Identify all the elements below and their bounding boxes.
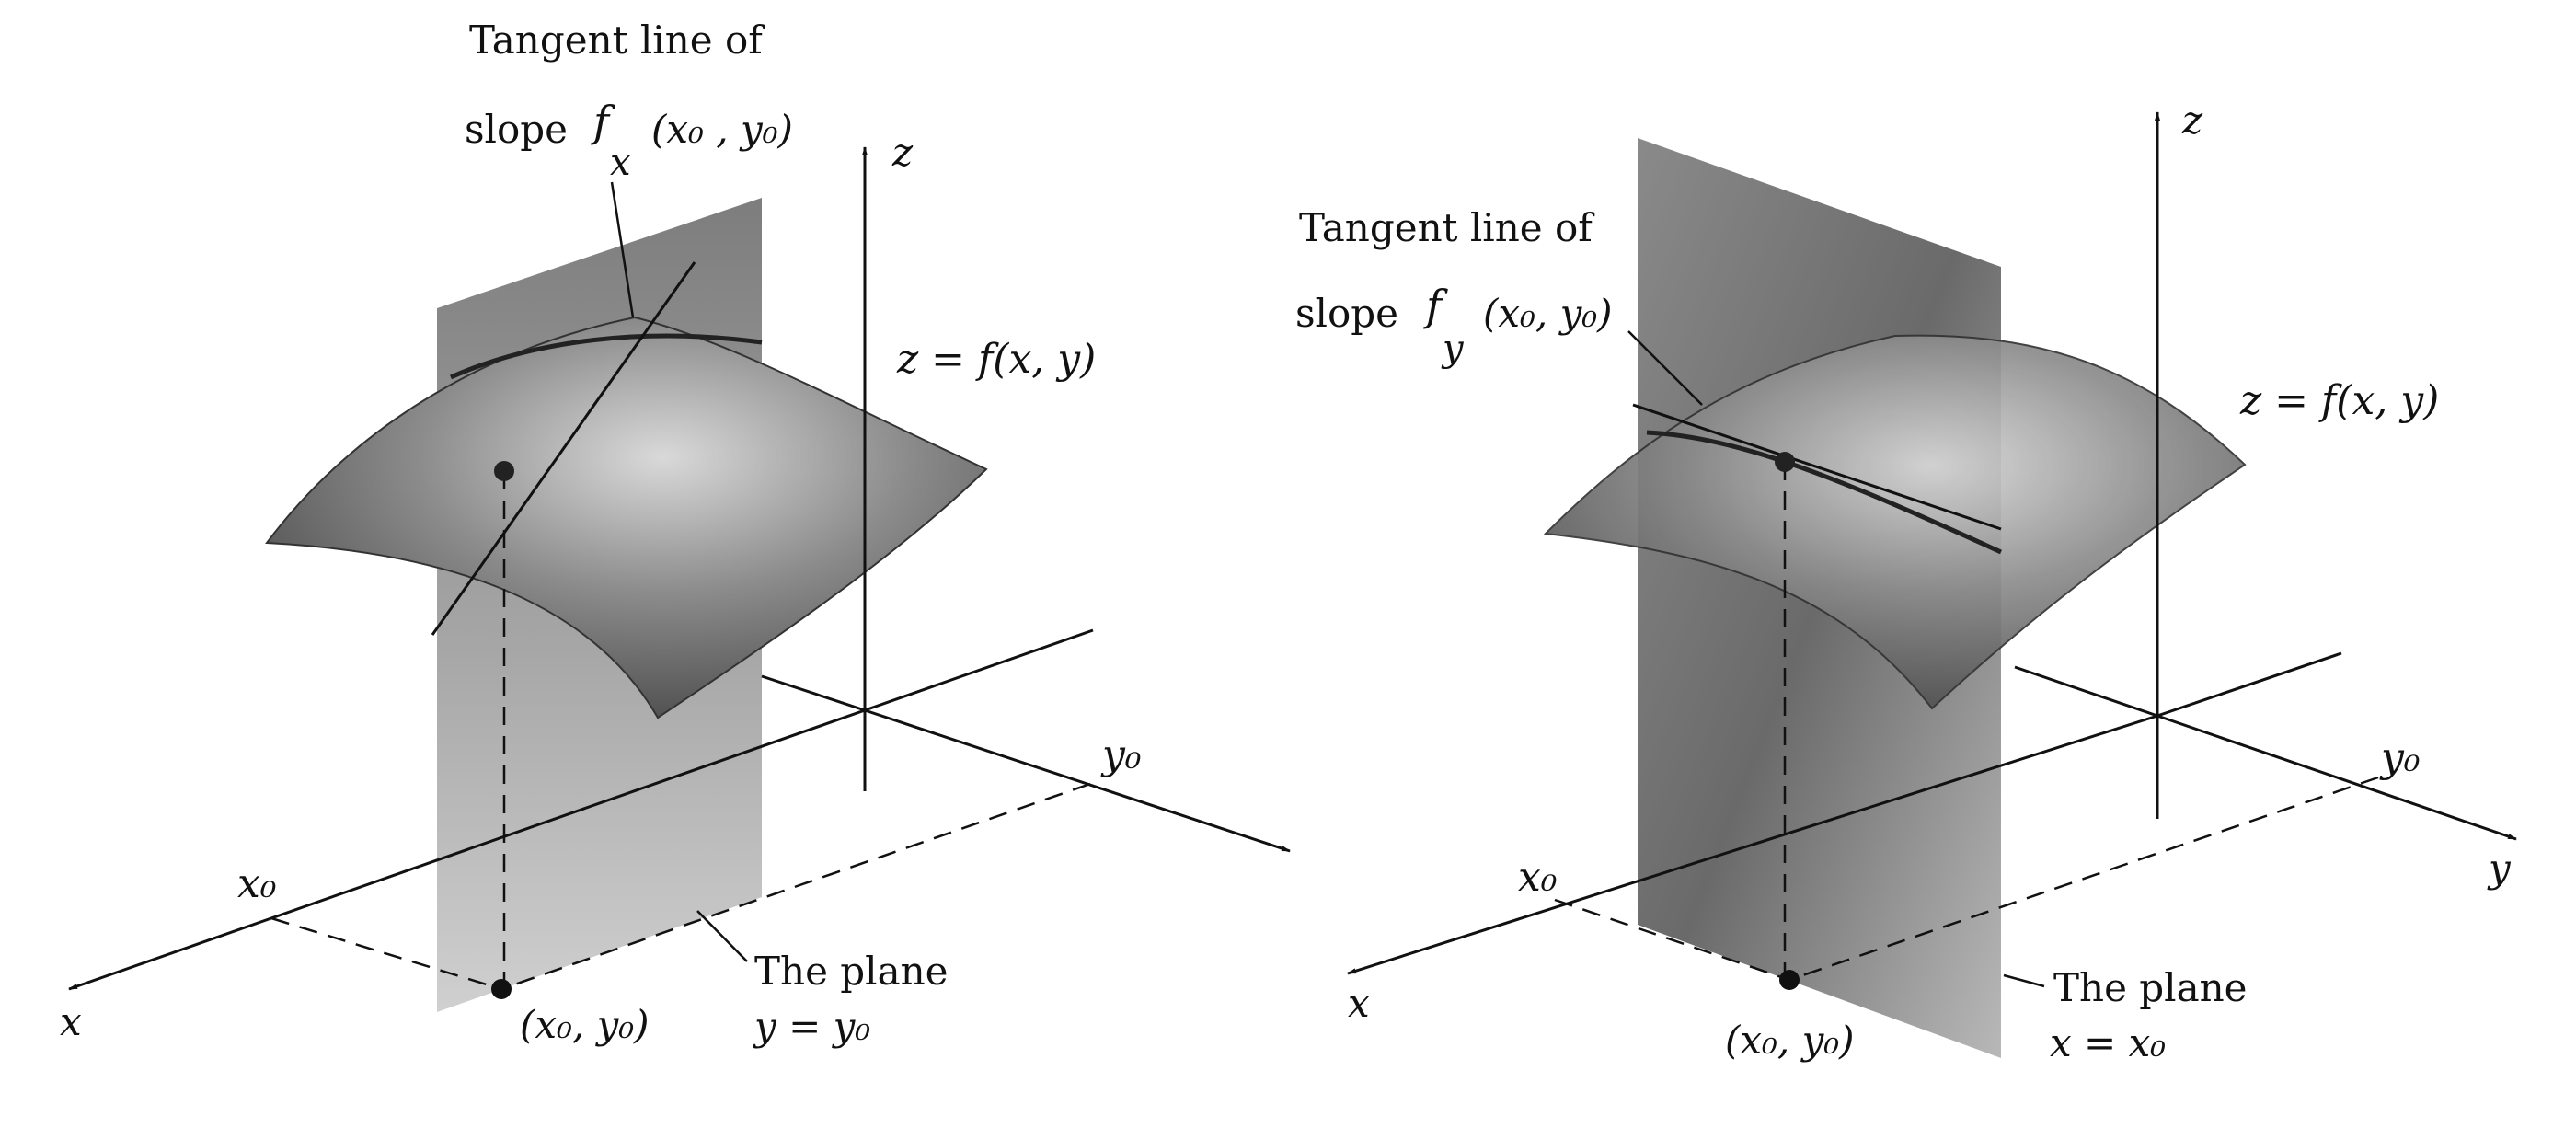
surface-label: z = f(x, y) xyxy=(2239,377,2439,424)
dashed-y0-to-point xyxy=(1788,776,2379,982)
plane-label-line1: The plane xyxy=(754,949,949,994)
axis-y xyxy=(2156,714,2517,841)
dashed-x0-to-point xyxy=(270,916,502,991)
surface-z-f-xy xyxy=(265,316,988,719)
tangent-label-slope: slope xyxy=(465,107,568,152)
tangent-label-func: f xyxy=(1423,281,1448,330)
y0-label: y₀ xyxy=(1100,731,1142,778)
point-x0-y0 xyxy=(1779,970,1800,990)
point-x0-y0 xyxy=(491,979,512,999)
axis-x xyxy=(1347,714,2158,975)
intersection-curve xyxy=(449,333,763,380)
y0-label: y₀ xyxy=(2379,734,2421,781)
tangent-label-slope: slope xyxy=(1295,291,1398,336)
axis-z-label: z xyxy=(891,130,914,175)
tangent-label-sub: y xyxy=(1441,328,1465,370)
x0-label: x₀ xyxy=(1518,854,1558,901)
tangent-line xyxy=(1632,403,2002,531)
x0-label: x₀ xyxy=(237,860,277,907)
tangent-label-args: (x₀ , y₀) xyxy=(651,107,793,152)
plane-label-line2: y = y₀ xyxy=(753,1004,870,1049)
surface-label: z = f(x, y) xyxy=(896,336,1096,383)
tangent-label-args: (x₀, y₀) xyxy=(1483,291,1613,336)
dashed-x0-to-point xyxy=(1554,898,1790,982)
tangent-leader xyxy=(610,181,635,318)
right-figure: Tangent line of slope f y (x₀, y₀) z z =… xyxy=(1295,98,2517,1065)
plane-label-line1: The plane xyxy=(2053,965,2248,1010)
axis-y-label: y xyxy=(2487,846,2512,891)
tangent-label-line1: Tangent line of xyxy=(469,17,765,63)
axis-neg-y xyxy=(2014,665,2158,718)
plane-label-line2: x = x₀ xyxy=(2050,1020,2166,1065)
axis-back xyxy=(2156,651,2342,718)
axis-y xyxy=(864,708,1291,853)
intersection-curve xyxy=(1646,430,2003,555)
tangent-leader xyxy=(1627,330,1703,406)
point-on-surface xyxy=(1775,452,1795,472)
point-on-surface xyxy=(494,461,514,481)
axis-x-label: x xyxy=(1348,981,1370,1026)
plane-leader xyxy=(2003,973,2045,988)
axis-neg-y xyxy=(761,674,866,712)
tangent-line xyxy=(431,261,696,636)
point-label: (x₀, y₀) xyxy=(520,1002,650,1047)
dashed-y0-to-point xyxy=(500,782,1091,991)
tangent-label-line1: Tangent line of xyxy=(1299,205,1595,250)
axis-x xyxy=(68,708,866,991)
plane-leader xyxy=(696,910,748,962)
point-label: (x₀, y₀) xyxy=(1725,1018,1855,1063)
surface-z-f-xy xyxy=(1543,334,2247,710)
tangent-label-sub: x xyxy=(610,142,631,184)
axis-x-label: x xyxy=(60,999,82,1044)
left-figure: Tangent line of slope f x (x₀ , y₀) z z … xyxy=(60,17,1291,1049)
axis-z-label: z xyxy=(2181,98,2203,143)
tangent-label-func: f xyxy=(591,97,615,146)
axis-back xyxy=(864,628,1094,712)
